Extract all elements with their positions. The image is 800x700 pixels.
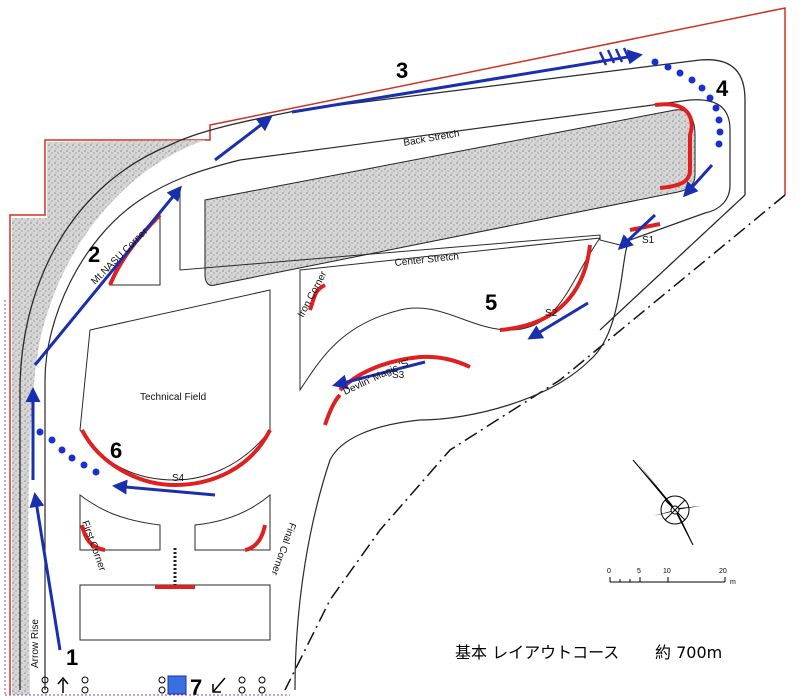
scale-tick-5: 5 xyxy=(637,568,641,575)
direction-arrows xyxy=(25,49,714,651)
marker-4: 4 xyxy=(716,76,729,101)
marker-5: 5 xyxy=(485,290,497,315)
final-corner-block xyxy=(194,493,271,551)
track-inner-lower xyxy=(44,99,731,691)
dotted-path-left xyxy=(36,428,100,476)
s-loop-block xyxy=(299,237,602,392)
scale-unit: m xyxy=(730,579,736,586)
compass-icon xyxy=(632,459,701,546)
marker-2: 2 xyxy=(88,242,100,267)
bottom-symbols xyxy=(41,675,266,695)
arrow-hatch xyxy=(598,47,632,66)
s2-label: S2 xyxy=(545,308,558,319)
technical-field-label: Technical Field xyxy=(140,392,206,403)
dotted-path-top xyxy=(651,58,724,148)
marker-6: 6 xyxy=(110,438,122,463)
scale-bar: 0 5 10 20 m xyxy=(607,568,736,586)
down-left-arrow-icon xyxy=(212,677,226,693)
center-strip xyxy=(179,190,621,271)
start-box-icon xyxy=(167,675,187,695)
back-stretch-label: Back Stretch xyxy=(403,128,461,149)
s1-label: S1 xyxy=(642,235,655,246)
gravel-left xyxy=(12,140,205,695)
scale-tick-10: 10 xyxy=(663,568,671,575)
bottom-block xyxy=(79,584,271,641)
track-right-edge xyxy=(599,194,746,331)
up-arrow-icon xyxy=(57,676,69,693)
track-outer-edge xyxy=(19,59,746,690)
dashed-boundary xyxy=(284,194,786,691)
s3-label: S3 xyxy=(392,370,405,381)
scale-tick-20: 20 xyxy=(719,568,727,575)
marker-3: 3 xyxy=(396,58,408,83)
course-name: 基本 レイアウトコース xyxy=(455,643,619,662)
marker-1: 1 xyxy=(66,645,78,670)
arrow-rise-label: Arrow Rise xyxy=(30,619,41,668)
property-boundary xyxy=(9,7,786,695)
scale-tick-0: 0 xyxy=(607,568,611,575)
course-length: 約 700m xyxy=(655,643,722,662)
first-corner-block xyxy=(79,494,161,551)
s4-label: S4 xyxy=(172,473,185,484)
marker-7: 7 xyxy=(190,675,202,700)
technical-field-block xyxy=(79,289,271,481)
final-corner-label: Final Corner xyxy=(268,521,297,577)
